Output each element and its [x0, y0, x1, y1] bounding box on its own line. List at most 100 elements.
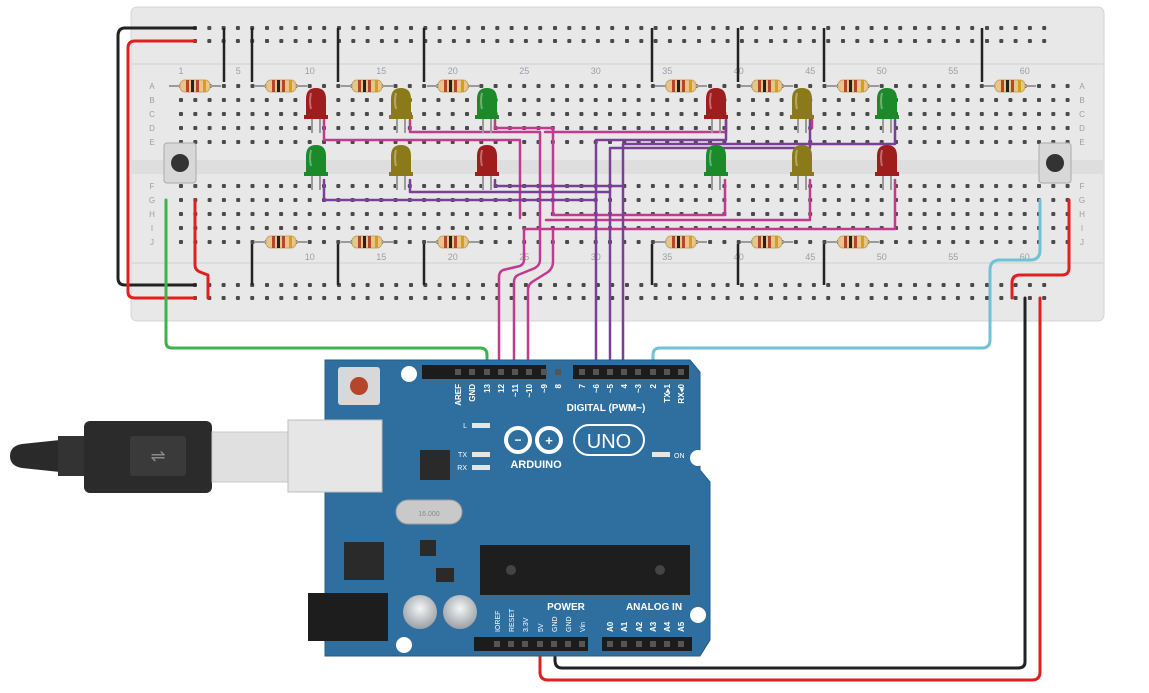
power-header-label: POWER	[547, 602, 586, 613]
rx-led-label: RX	[457, 465, 467, 472]
row-letter: C	[1079, 110, 1085, 119]
resistor	[255, 79, 307, 93]
power-pin-label: 3.3V	[523, 617, 530, 632]
led-red	[475, 145, 499, 190]
led-green	[875, 88, 899, 133]
crystal-label: 16.000	[418, 511, 440, 518]
wire-red-5v	[538, 296, 1042, 682]
resistor	[827, 79, 879, 93]
jumpers-black	[222, 28, 984, 285]
capacitor-1	[403, 595, 437, 629]
digital-pin-label: 4	[620, 383, 629, 388]
tx-led-label: TX	[458, 452, 467, 459]
column-number: 20	[448, 66, 458, 76]
on-led-label: ON	[674, 453, 685, 460]
digital-pin-label: 8	[554, 383, 563, 388]
row-letter: I	[1081, 224, 1083, 233]
row-letter: I	[151, 224, 153, 233]
row-letter: C	[149, 110, 155, 119]
led-red	[304, 88, 328, 133]
resistor	[655, 79, 707, 93]
digital-pin-label: TX▸1	[663, 383, 672, 402]
column-number: 5	[236, 66, 241, 76]
power-pin-label: IOREF	[495, 611, 502, 632]
row-letter: D	[149, 124, 155, 133]
power-pin-label: 5V	[538, 623, 545, 632]
resistor	[427, 235, 479, 249]
voltage-regulator	[344, 542, 384, 580]
led-green	[304, 145, 328, 190]
column-number: 30	[591, 66, 601, 76]
leds	[304, 88, 899, 190]
row-letter: A	[1079, 82, 1085, 91]
brand-label: ARDUINO	[510, 459, 562, 471]
row-letter: B	[1079, 96, 1084, 105]
row-letter: J	[1080, 238, 1084, 247]
analog-pin-label: A4	[663, 621, 672, 632]
breadboard: 1510101515202025253030353540404545505055…	[130, 6, 1105, 322]
atmega16u2-chip	[420, 450, 450, 480]
wire-red-left-rail	[126, 39, 197, 300]
resistor	[741, 79, 793, 93]
wire-black-gnd	[553, 296, 1027, 670]
digital-header-label: DIGITAL (PWM~)	[567, 403, 646, 414]
svg-text:−: −	[514, 433, 521, 447]
pushbutton-right[interactable]	[1038, 142, 1072, 184]
column-number: 20	[448, 252, 458, 262]
resistor	[984, 79, 1036, 93]
resistor	[255, 235, 307, 249]
analog-pin-label: A0	[606, 621, 615, 632]
usb-jack	[287, 419, 383, 493]
resistor	[427, 79, 479, 93]
wire-black-left-rail	[116, 26, 197, 287]
digital-pin-label: GND	[468, 384, 477, 402]
led-yellow	[790, 145, 814, 190]
analog-pin-label: A3	[649, 621, 658, 632]
l-led-label: L	[463, 423, 467, 430]
led-yellow	[389, 145, 413, 190]
wires-magenta	[322, 118, 897, 372]
digital-pin-label: 2	[649, 383, 658, 388]
analog-pin-label: A1	[620, 621, 629, 632]
column-number: 60	[1020, 252, 1030, 262]
analog-pin-label: A2	[635, 621, 644, 632]
column-number: 55	[948, 252, 958, 262]
row-letter: G	[149, 196, 155, 205]
wire-red-button-left	[193, 198, 210, 300]
usb-cable: ⇌	[10, 421, 291, 493]
led-green	[704, 145, 728, 190]
dc-power-jack	[308, 593, 388, 641]
column-number: 45	[805, 66, 815, 76]
power-pin-label: RESET	[509, 608, 516, 632]
digital-pin-label: ~3	[634, 383, 643, 393]
crystal	[395, 499, 463, 525]
model-label: UNO	[587, 431, 631, 453]
resistor	[341, 79, 393, 93]
column-number: 55	[948, 66, 958, 76]
digital-pin-label: 12	[497, 383, 506, 392]
column-number: 10	[305, 252, 315, 262]
row-letter: F	[150, 182, 155, 191]
digital-pin-label: ~11	[511, 383, 520, 397]
power-pin-label: GND	[566, 616, 573, 632]
row-letter: D	[1079, 124, 1085, 133]
analog-header-label: ANALOG IN	[626, 602, 682, 613]
wire-red-button-right	[1010, 198, 1071, 300]
breadboard-center-channel	[131, 160, 1104, 174]
row-letter: G	[1079, 196, 1085, 205]
led-red	[704, 88, 728, 133]
column-number: 25	[519, 66, 529, 76]
pushbutton-left[interactable]	[163, 142, 197, 184]
row-letter: J	[150, 238, 154, 247]
digital-pin-label: RX◂0	[677, 383, 686, 403]
power-pin-label: GND	[552, 616, 559, 632]
row-letter: A	[149, 82, 155, 91]
capacitor-2	[443, 595, 477, 629]
column-number: 10	[305, 66, 315, 76]
column-number: 1	[178, 66, 183, 76]
